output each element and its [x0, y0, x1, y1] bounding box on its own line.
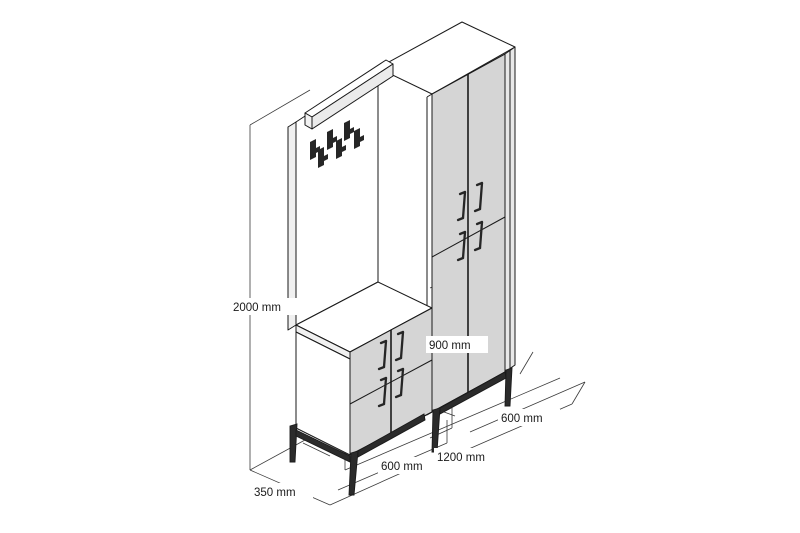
right-door-split — [431, 216, 506, 258]
handle-right-upper-right-cap1 — [475, 181, 484, 187]
dimension-label-depth: 350 mm — [254, 487, 296, 499]
right-cabinet-handles — [456, 181, 484, 262]
left-cabinet-legs — [289, 413, 426, 496]
handle-left-upper-right-cap2 — [394, 356, 403, 362]
right-edge-cap-top — [426, 93, 433, 98]
handle-left-upper-left-cap2 — [377, 365, 386, 371]
handle-left-upper-left-cap1 — [379, 339, 388, 345]
right-tall-cabinet — [377, 21, 516, 416]
handle-left-lower-right-cap1 — [396, 367, 405, 373]
handle-left-lower-left-cap2 — [377, 402, 386, 408]
coat-shelf-underside — [311, 63, 394, 130]
handle-left-lower-left-cap1 — [379, 376, 388, 382]
left-door-split — [349, 359, 433, 405]
leg-right-back — [504, 367, 513, 407]
coat-hook-5[interactable] — [336, 138, 346, 159]
dimension-label-left-width: 600 mm — [381, 461, 423, 473]
handle-right-upper-left-cap1 — [458, 190, 467, 196]
handle-left-lower-left[interactable] — [382, 376, 388, 406]
handle-right-upper-left-cap2 — [456, 216, 465, 222]
handle-left-upper-left[interactable] — [382, 339, 388, 369]
handle-right-lower-right-cap2 — [473, 246, 482, 252]
left-plinth-rail — [295, 429, 351, 463]
dimension-label-cabinet-height: 900 mm — [429, 340, 471, 352]
label-bg-height — [230, 298, 304, 315]
handle-left-lower-right-cap2 — [394, 393, 403, 399]
label-bg-total-width — [434, 448, 502, 465]
console-top-surface — [295, 281, 433, 360]
handle-right-lower-left[interactable] — [461, 230, 467, 260]
right-cabinet-legs — [431, 367, 513, 453]
coat-panel-module — [287, 59, 394, 331]
handle-right-upper-left[interactable] — [461, 190, 467, 220]
coat-hook-4[interactable] — [318, 147, 328, 168]
label-bg-right-width — [498, 409, 560, 426]
leg-left-back — [289, 423, 298, 463]
left-plinth-rail-right — [357, 413, 426, 458]
handle-right-lower-right[interactable] — [478, 220, 484, 250]
label-bg-depth — [251, 483, 313, 500]
dimension-labels: 2000 mm 900 mm 350 mm 600 mm 1200 mm 600… — [230, 298, 560, 500]
handle-right-lower-right-cap1 — [475, 220, 484, 226]
handle-right-lower-left-cap1 — [458, 230, 467, 236]
leg-right-front — [431, 407, 441, 453]
coat-hook-2[interactable] — [327, 129, 337, 150]
left-cabinet-handles — [377, 330, 405, 408]
handle-right-upper-right[interactable] — [478, 181, 484, 211]
coat-hook-1[interactable] — [310, 139, 320, 160]
dimension-label-total-width: 1200 mm — [437, 452, 485, 464]
handle-right-lower-left-cap2 — [456, 256, 465, 262]
coat-hook-6[interactable] — [354, 128, 364, 149]
dimension-label-height: 2000 mm — [233, 302, 281, 314]
handle-right-upper-right-cap2 — [473, 207, 482, 213]
label-bg-cabinet-height — [426, 336, 488, 353]
coat-hooks — [310, 120, 364, 168]
dimension-label-right-width: 600 mm — [501, 413, 543, 425]
left-lower-cabinet — [295, 307, 433, 456]
label-bg-left-width — [378, 457, 440, 474]
right-plinth-rail — [439, 371, 507, 415]
handle-left-lower-right[interactable] — [399, 367, 405, 397]
leg-left-front — [348, 450, 359, 496]
coat-hook-3[interactable] — [344, 120, 354, 141]
handle-left-upper-right-cap1 — [396, 330, 405, 336]
handle-left-upper-right[interactable] — [399, 330, 405, 360]
